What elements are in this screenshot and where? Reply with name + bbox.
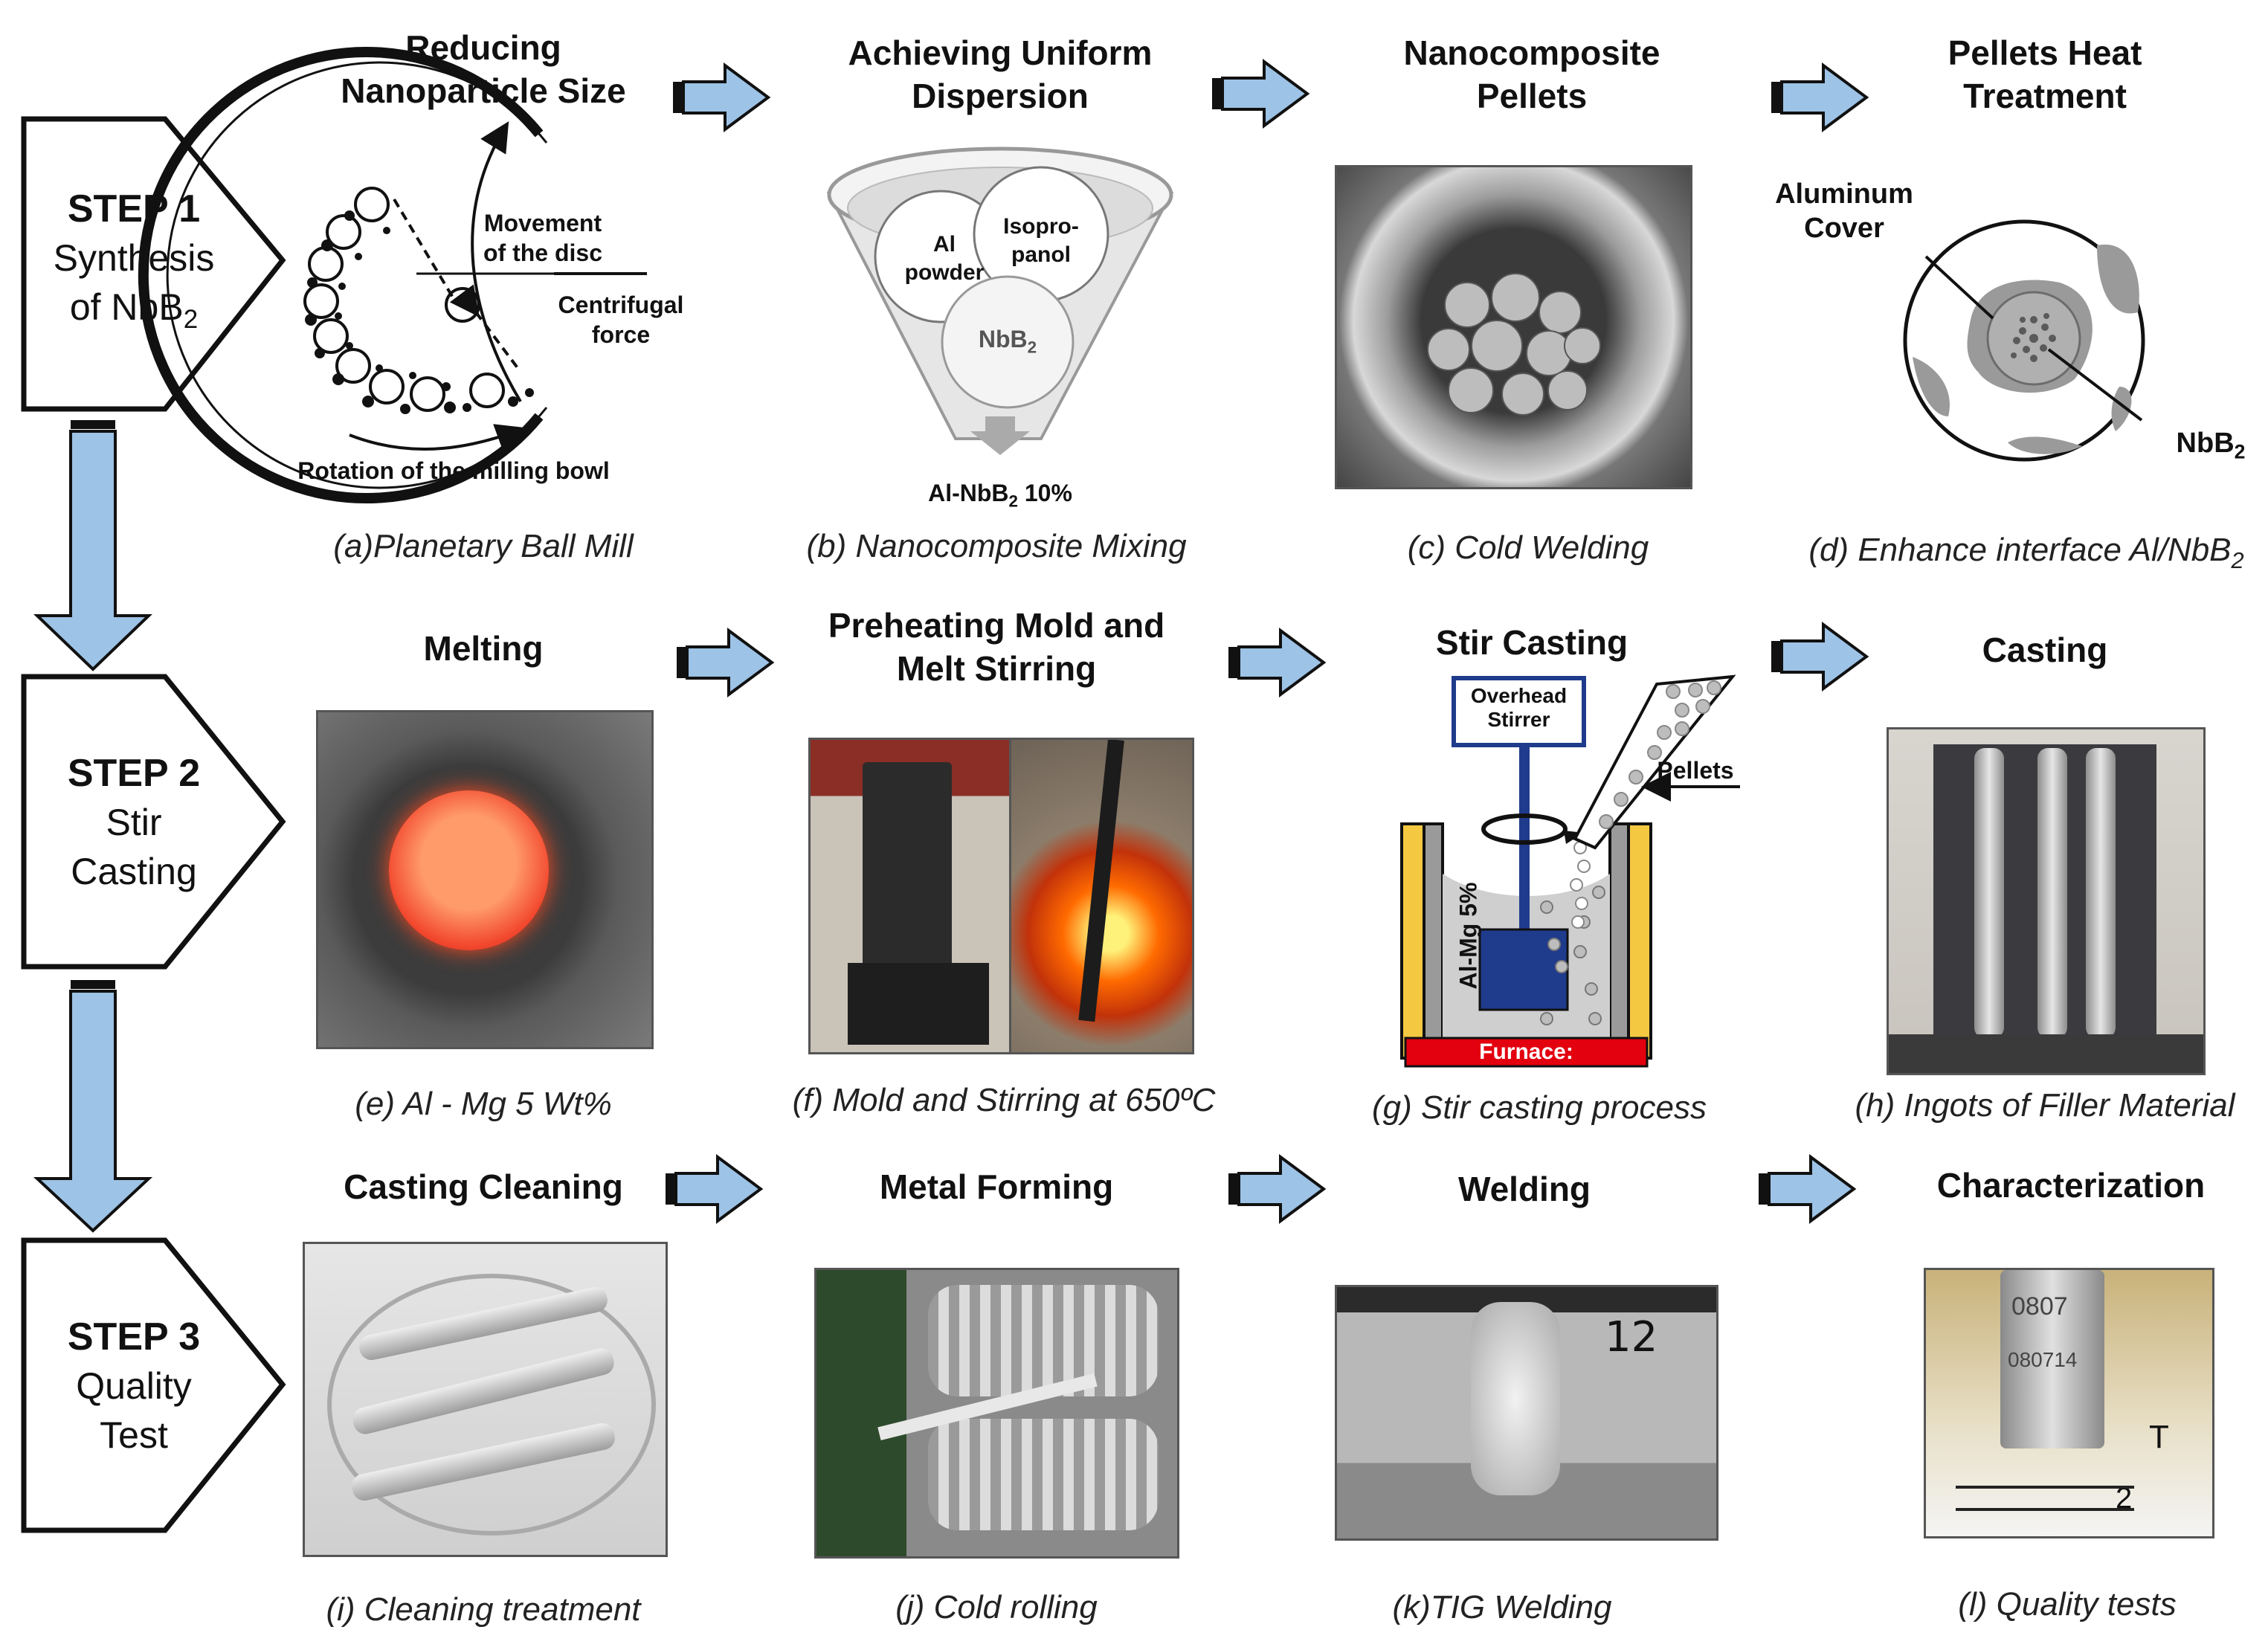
title-characterization: Characterization [1936,1166,2206,1205]
title-welding: Welding [1457,1170,1591,1208]
label-al-mg-5: Al-Mg 5% [1454,882,1482,990]
step-2-line1: Stir [106,801,162,843]
right-arrow-r1-2 [1212,59,1310,129]
caption-d: (d) Enhance interface Al/NbB2 [1808,532,2244,573]
caption-b: (b) Nanocomposite Mixing [806,528,1187,564]
weld-number-mark: 12 [1605,1313,1658,1361]
right-arrow-r3-2 [1228,1154,1327,1224]
step-1-line1: Synthesis [53,237,215,279]
caption-c: (c) Cold Welding [1407,529,1649,566]
label-pellets: Pellets [1657,757,1734,784]
step-1: STEP 1 Synthesis of NbB2 [22,117,283,411]
right-arrow-r2-1 [677,628,775,697]
photo-tig-welding: 12 [1335,1285,1718,1541]
right-arrow-r3-1 [666,1154,764,1224]
right-arrow-r1-1 [673,62,771,132]
step-2-number: STEP 2 [67,751,201,795]
step-3: STEP 3 Quality Test [22,1239,283,1533]
step-2-line2: Casting [71,850,197,892]
caption-a: (a)Planetary Ball Mill [333,528,634,564]
title-stir-casting: Stir Casting [1435,623,1628,662]
label-al-nbb2-10: Al-NbB2 10% [928,480,1072,511]
right-arrow-r3-3 [1759,1154,1857,1224]
caption-k: (k)TIG Welding [1392,1589,1612,1625]
caption-j: (j) Cold rolling [895,1589,1098,1625]
label-rotation: Rotation of the milling bowl [297,457,610,484]
caption-g: (g) Stir casting process [1372,1089,1707,1126]
title-melting: Melting [423,629,544,668]
test-mark-2: 2 [2116,1482,2133,1515]
photo-quality-tests: 0807 080714 T 2 [1924,1268,2214,1538]
down-arrow-1 [33,420,152,671]
right-arrow-r2-3 [1771,622,1869,692]
label-isopropanol: Isopro-panol [1003,214,1079,267]
caption-f: (f) Mold and Stirring at 650ºC [792,1082,1216,1118]
step-2: STEP 2 Stir Casting [22,675,283,969]
step-3-line2: Test [100,1414,168,1456]
photo-stirring [1009,738,1194,1054]
title-metal-forming: Metal Forming [879,1167,1114,1206]
test-stamp-1: 0807 [2011,1292,2068,1321]
caption-h: (h) Ingots of Filler Material [1855,1087,2235,1124]
label-nbb2: NbB2 [978,326,1037,357]
stir-casting-schematic [1400,674,1740,1068]
step-3-number: STEP 3 [67,1315,201,1359]
mixing-funnel [826,146,1174,455]
photo-cold-rolling [814,1268,1179,1559]
caption-l: (l) Quality tests [1958,1586,2177,1622]
title-casting-cleaning: Casting Cleaning [344,1167,623,1206]
step3-shape [21,1237,286,1533]
heat-treatment-drawing [1903,219,2145,462]
label-heat-nbb2: NbB2 [2176,428,2246,463]
step-1-number: STEP 1 [67,187,201,231]
step-3-line1: Quality [76,1364,192,1407]
step2-shape [21,674,286,970]
photo-ingots [1887,727,2206,1075]
caption-i: (i) Cleaning treatment [326,1591,641,1628]
caption-e: (e) Al - Mg 5 Wt% [355,1086,612,1122]
test-mark-t: T [2149,1419,2169,1455]
step-1-line2: of NbB2 [69,286,199,334]
ball-mill-drawing [138,47,647,503]
step1-shape [21,116,286,412]
title-casting: Casting [1982,631,2108,669]
photo-mold [808,738,1014,1054]
photo-cold-welding [1335,165,1692,489]
test-stamp-2: 080714 [2008,1348,2078,1371]
right-arrow-r2-2 [1228,628,1327,697]
right-arrow-r1-3 [1771,62,1869,132]
label-furnace: Furnace: [1479,1040,1573,1064]
photo-cleaning [303,1242,668,1557]
down-arrow-2 [33,980,153,1233]
photo-melting [316,710,654,1049]
